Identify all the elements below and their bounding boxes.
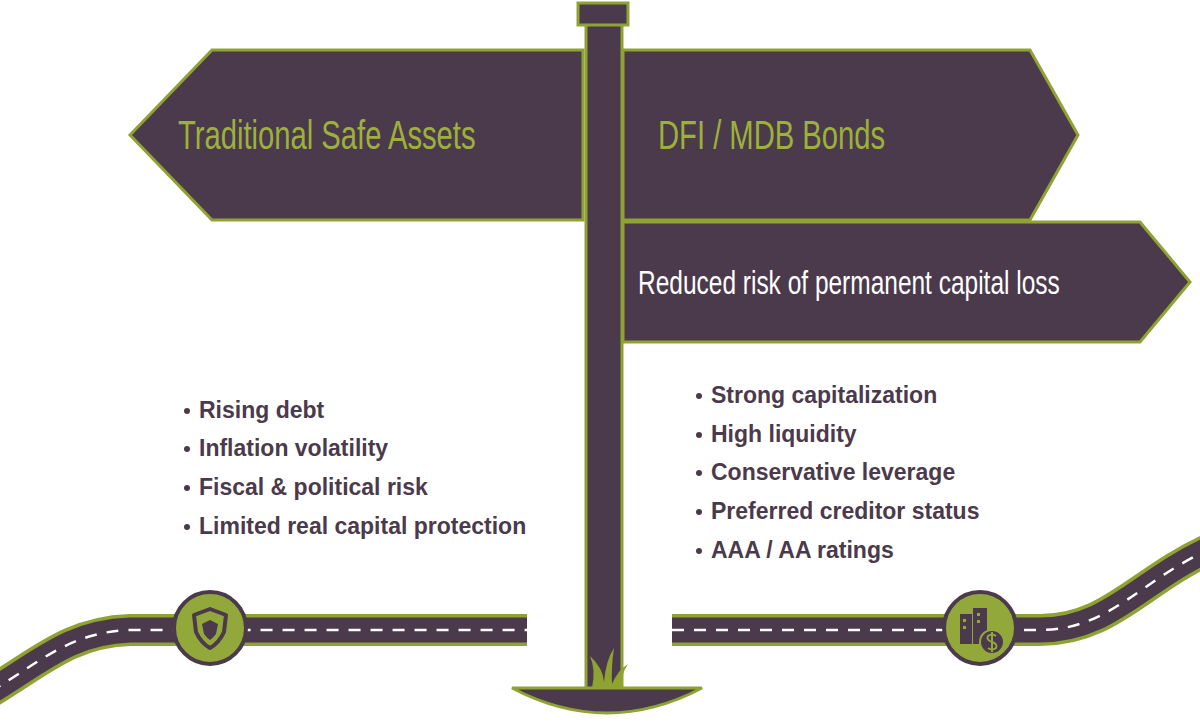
bullet-dot: [696, 509, 702, 515]
bullet-dot: [696, 548, 702, 554]
sign-board: DFI / MDB Bonds: [623, 50, 1078, 220]
left-road: [0, 630, 527, 692]
signpost-cap: [578, 3, 628, 25]
signpost-base: [512, 688, 702, 713]
icon-circle: [174, 592, 246, 664]
bullet-dot: [184, 524, 190, 530]
building-symbol: [960, 614, 972, 644]
window-symbol: [977, 613, 980, 616]
sign-title: Traditional Safe Assets: [178, 113, 476, 158]
building-money-icon: [944, 592, 1016, 664]
window-symbol: [977, 620, 980, 623]
sign-text-holder: Reduced risk of permanent capital loss: [638, 222, 1200, 342]
bullet-dot: [696, 432, 702, 438]
bullet-dot: [184, 408, 190, 414]
bullet-text: Limited real capital protection: [199, 512, 526, 540]
bullet-dot: [184, 485, 190, 491]
sign-outline: [130, 50, 583, 220]
coin-symbol: [980, 630, 1004, 654]
sign-text-holder: DFI / MDB Bonds: [658, 50, 969, 220]
bullet-dot: [696, 393, 702, 399]
sign-outline: [623, 50, 1078, 220]
currency-mark: [988, 632, 997, 652]
bullet-text: High liquidity: [711, 420, 857, 448]
shield-outline: [194, 609, 226, 648]
sign-title: DFI / MDB Bonds: [658, 113, 885, 158]
bullet-dot: [696, 470, 702, 476]
bullet-dot: [184, 446, 190, 452]
bullet-text: AAA / AA ratings: [711, 536, 894, 564]
sign-board: Reduced risk of permanent capital loss: [623, 222, 1190, 342]
bullet-text: Preferred creditor status: [711, 497, 979, 525]
shield-inner: [202, 620, 218, 640]
icon-circle: [944, 592, 1016, 664]
bullet-text: Strong capitalization: [711, 381, 937, 409]
shield-icon: [174, 592, 246, 664]
sign-board: Traditional Safe Assets: [130, 50, 583, 220]
signpost-pole: [586, 8, 622, 692]
road-surface: [0, 630, 527, 692]
bullet-text: Rising debt: [199, 396, 324, 424]
window-symbol: [963, 626, 966, 629]
window-symbol: [963, 619, 966, 622]
bullet-text: Inflation volatility: [199, 434, 388, 462]
grass-tuft: [590, 648, 628, 688]
road-edge: [0, 630, 527, 692]
sign-outline: [623, 222, 1190, 342]
sign-title: Reduced risk of permanent capital loss: [638, 263, 1060, 302]
road-dashes: [0, 630, 527, 692]
bullet-text: Fiscal & political risk: [199, 473, 428, 501]
bullet-text: Conservative leverage: [711, 458, 955, 486]
sign-text-holder: Traditional Safe Assets: [178, 50, 586, 220]
